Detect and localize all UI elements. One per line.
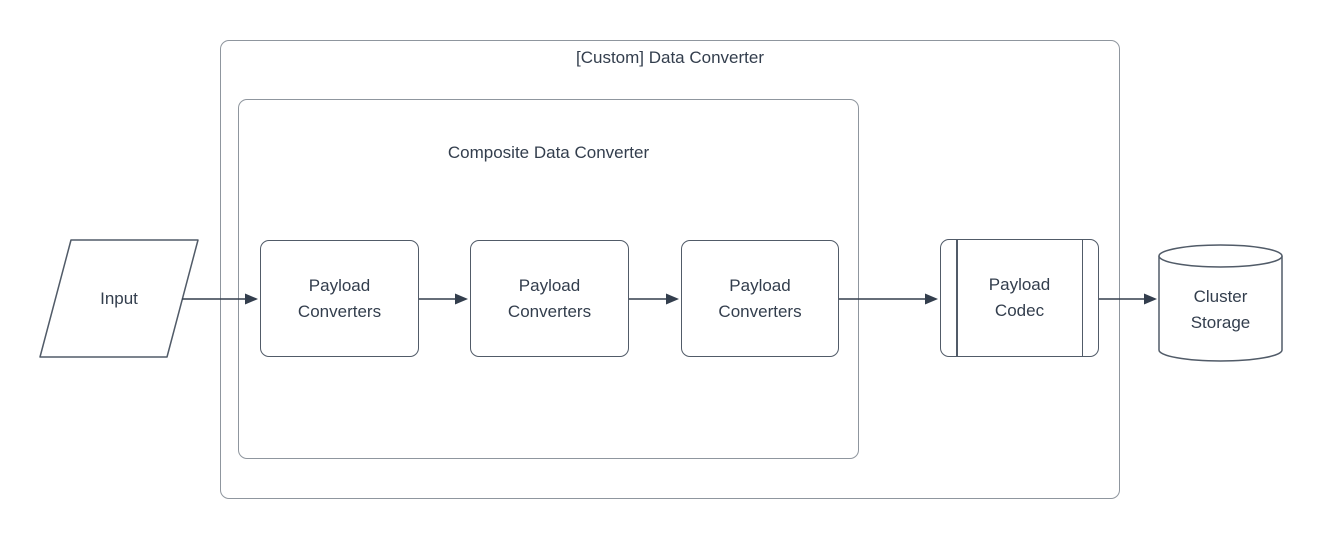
arrow-converter3-to-codec bbox=[838, 293, 938, 305]
arrow-converter1-to-converter2 bbox=[418, 293, 468, 305]
payload-converters-node-3: Payload Converters bbox=[681, 240, 839, 357]
custom-data-converter-title: [Custom] Data Converter bbox=[575, 48, 764, 67]
payload-converters-label-3: Payload Converters bbox=[718, 275, 802, 321]
cluster-storage-label: Cluster Storage bbox=[1190, 287, 1251, 332]
input-label: Input bbox=[100, 288, 138, 308]
input-parallelogram-shape bbox=[39, 239, 199, 358]
custom-data-converter-container bbox=[220, 40, 1120, 499]
payload-codec-label: Payload Codec bbox=[988, 275, 1051, 320]
payload-converters-node-2: Payload Converters bbox=[470, 240, 629, 357]
arrow-converter2-to-converter3 bbox=[628, 293, 679, 305]
input-node: Input bbox=[40, 240, 198, 357]
payload-codec-node: Payload Codec bbox=[940, 239, 1099, 357]
codec-left-bar bbox=[956, 240, 958, 356]
arrow-codec-to-storage bbox=[1098, 293, 1157, 305]
cluster-storage-node: Cluster Storage bbox=[1159, 262, 1282, 358]
arrow-input-to-converter1 bbox=[182, 293, 258, 305]
payload-converters-node-1: Payload Converters bbox=[260, 240, 419, 357]
codec-right-bar bbox=[1081, 240, 1083, 356]
composite-data-converter-container bbox=[238, 99, 859, 459]
cluster-storage-cylinder-body bbox=[1158, 256, 1283, 362]
payload-converters-label-1: Payload Converters bbox=[297, 275, 382, 321]
cluster-storage-cylinder-top bbox=[1158, 244, 1283, 268]
payload-converters-label-2: Payload Converters bbox=[507, 275, 592, 321]
composite-data-converter-title: Composite Data Converter bbox=[447, 143, 650, 162]
